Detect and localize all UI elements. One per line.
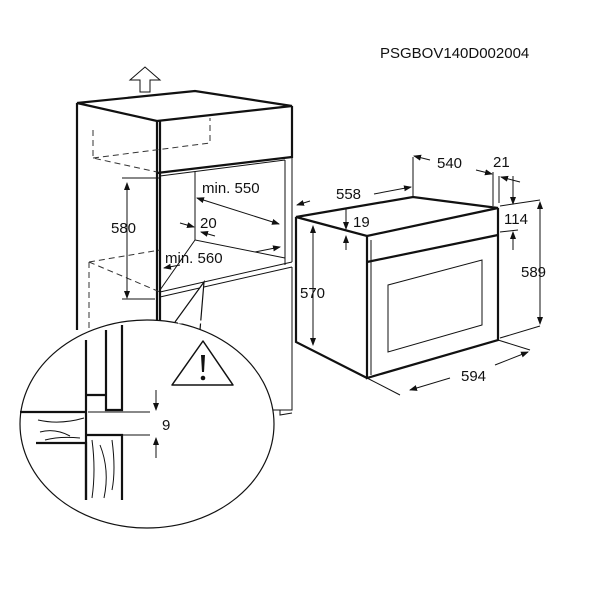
oven bbox=[294, 195, 500, 380]
body-height-label: 570 bbox=[300, 285, 325, 302]
niche-width-label: min. 560 bbox=[165, 250, 223, 267]
total-depth-label: 558 bbox=[336, 186, 361, 203]
drawing-code: PSGBOV140D002004 bbox=[380, 45, 529, 62]
front-thickness-label: 21 bbox=[493, 154, 510, 171]
oven-door-window bbox=[387, 259, 483, 353]
niche-dimensions: 580 min. 550 20 min. 560 bbox=[111, 177, 281, 300]
panel-height-label: 114 bbox=[504, 211, 528, 228]
niche-height-label: 580 bbox=[111, 220, 136, 237]
oven-dimensions: 540 21 558 19 114 589 570 594 bbox=[296, 154, 546, 396]
detail-callout: 9 bbox=[19, 279, 275, 529]
ventilation-up-arrow-icon bbox=[128, 66, 162, 93]
front-height-label: 589 bbox=[521, 264, 546, 281]
rear-gap-label: 20 bbox=[200, 215, 217, 232]
detail-gap-label: 9 bbox=[162, 417, 170, 434]
top-offset-label: 19 bbox=[353, 214, 370, 231]
warning-triangle-icon bbox=[171, 340, 234, 386]
oven-body-depth-label: 540 bbox=[437, 155, 462, 172]
oven-width-label: 594 bbox=[461, 368, 486, 385]
niche-depth-label: min. 550 bbox=[202, 180, 260, 197]
